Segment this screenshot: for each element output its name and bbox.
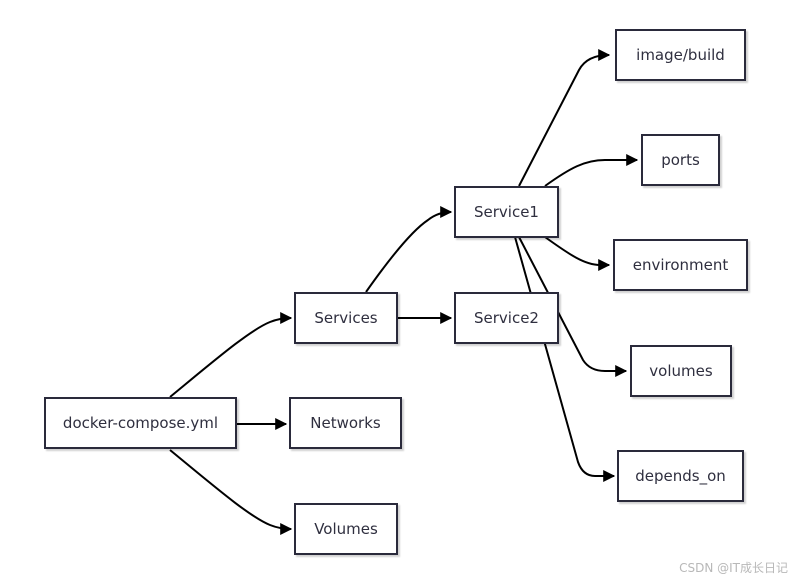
node-environment[interactable]: environment [613,239,748,291]
node-services-label: Services [314,309,377,327]
node-service1[interactable]: Service1 [454,186,559,238]
watermark-text: CSDN @IT成长日记 [679,561,788,575]
node-image-build[interactable]: image/build [615,29,746,81]
node-image-build-label: image/build [636,46,725,64]
node-networks[interactable]: Networks [289,397,402,449]
node-volumes-top[interactable]: Volumes [294,503,398,555]
edge-root-to-volumes [169,449,293,535]
node-volumes-top-label: Volumes [314,520,378,538]
edge-service1-to-volumes [518,236,628,377]
node-volumes-child-label: volumes [649,362,713,380]
edge-services-to-service1 [365,206,453,293]
edge-service1-to-environment [544,236,611,271]
edges [169,49,639,535]
node-service2-label: Service2 [474,309,539,327]
node-root[interactable]: docker-compose.yml [44,397,237,449]
node-depends-on-label: depends_on [635,467,726,486]
node-environment-label: environment [633,256,729,274]
node-ports[interactable]: ports [641,134,720,186]
edge-service1-to-depends-on [514,236,616,482]
edge-root-to-services [169,312,293,398]
edge-service1-to-image-build [518,49,611,187]
node-service1-label: Service1 [474,203,539,221]
node-ports-label: ports [661,151,700,169]
node-root-label: docker-compose.yml [63,414,218,432]
edge-service1-to-ports [544,154,639,187]
node-depends-on[interactable]: depends_on [617,450,744,502]
node-services[interactable]: Services [294,292,398,344]
node-networks-label: Networks [310,414,381,432]
node-service2[interactable]: Service2 [454,292,559,344]
node-volumes-child[interactable]: volumes [630,345,732,397]
